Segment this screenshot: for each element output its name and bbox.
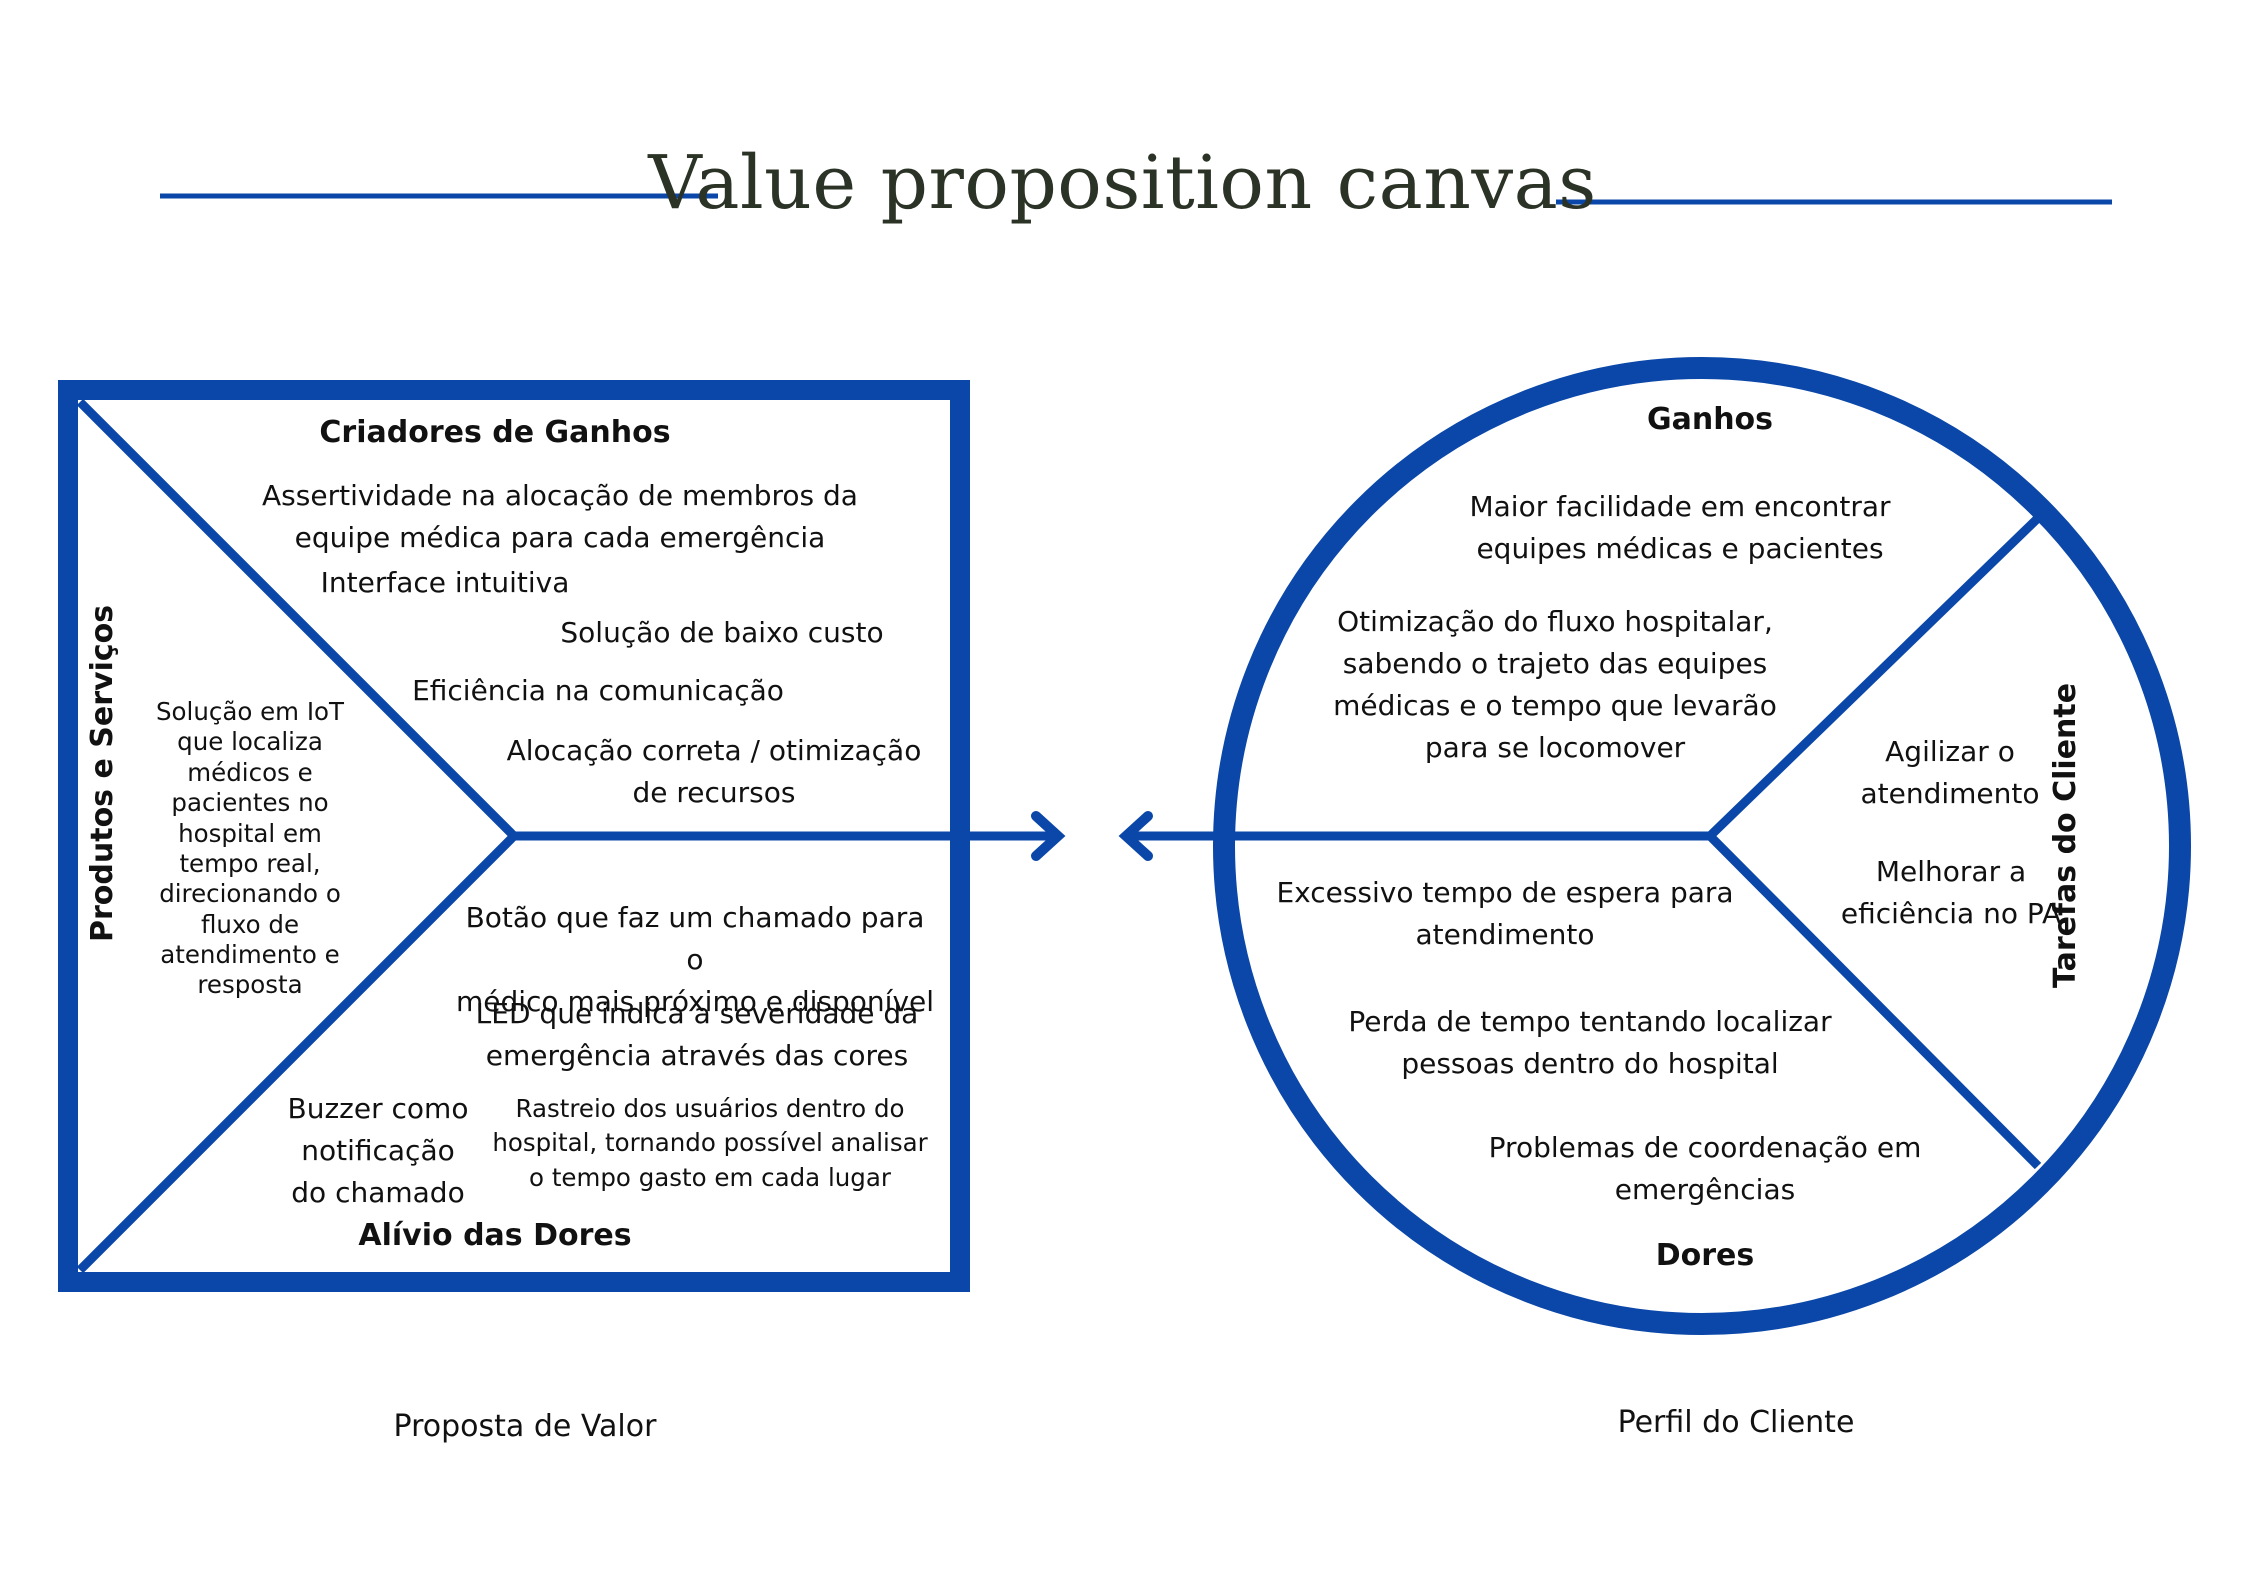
gain-creator-item: Solução de baixo custo	[560, 616, 884, 649]
circle-divider-lower	[1706, 832, 2042, 1170]
gain-creator-item: Eficiência na comunicação	[412, 674, 784, 707]
value-map-diagonal-top	[76, 398, 518, 840]
circle-divider-upper	[1706, 514, 2042, 840]
job-item: Agilizar o atendimento	[1860, 735, 2040, 810]
pains-heading: Dores	[1655, 1238, 1755, 1273]
products-services-text: Solução em IoT que localiza médicos e pa…	[155, 697, 345, 1000]
pain-reliever-item: LED que indica a severidade da emergênci…	[475, 997, 919, 1072]
customer-profile-label: Perfil do Cliente	[1617, 1405, 1855, 1440]
gain-item: Otimização do fluxo hospitalar, sabendo …	[1333, 605, 1777, 764]
customer-profile-circle	[1213, 357, 2191, 1335]
pain-reliever-item: Buzzer como notificação do chamado	[287, 1092, 469, 1209]
pain-reliever-item: Botão que faz um chamado para o médico m…	[455, 901, 935, 1018]
pain-item: Problemas de coordenação em emergências	[1488, 1131, 1922, 1206]
arrow-right-head	[1031, 811, 1066, 861]
gain-creator-item: Alocação correta / otimização de recurso…	[506, 734, 922, 809]
gain-creator-item: Assertividade na alocação de membros da …	[262, 479, 858, 554]
pain-item: Perda de tempo tentando localizar pessoa…	[1348, 1005, 1832, 1080]
page-title: Value proposition canvas	[648, 140, 1597, 226]
arrow-left-head	[1118, 811, 1153, 861]
value-map-label: Proposta de Valor	[393, 1409, 657, 1444]
pain-item: Excessivo tempo de espera para atendimen…	[1276, 876, 1734, 951]
gains-heading: Ganhos	[1646, 402, 1774, 437]
pain-relievers-heading: Alívio das Dores	[358, 1218, 632, 1253]
products-services-heading: Produtos e Serviços	[85, 604, 120, 942]
pain-reliever-item: Rastreio dos usuários dentro do hospital…	[492, 1094, 928, 1192]
gain-creators-heading: Criadores de Ganhos	[319, 415, 671, 450]
job-item: Melhorar a eficiência no PA	[1840, 855, 2062, 930]
gain-creator-item: Interface intuitiva	[320, 566, 570, 599]
value-map-diagonal-bottom	[76, 832, 518, 1274]
gain-item: Maior facilidade em encontrar equipes mé…	[1469, 490, 1891, 565]
